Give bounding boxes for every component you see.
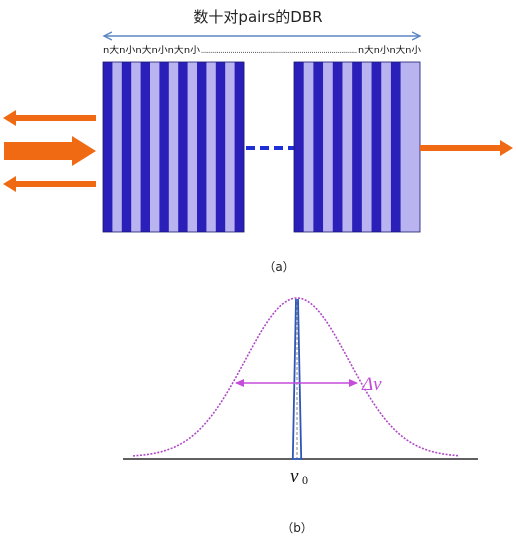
low-index-layer [400, 62, 411, 232]
high-index-layer [294, 62, 304, 232]
incident-arrow [4, 136, 96, 166]
right-layer-labels: n大n小n大n小 [358, 44, 421, 56]
high-index-layer [332, 62, 343, 232]
caption-b: （b） [281, 521, 313, 535]
high-index-layer [215, 62, 226, 232]
low-index-layer [187, 62, 198, 232]
broad-gaussian-curve [132, 297, 460, 457]
diagram-b: Δν ν 0 （b） [123, 297, 478, 535]
low-index-layer [342, 62, 353, 232]
left-stack-outline [102, 61, 245, 233]
low-index-layer [168, 62, 179, 232]
reflected-arrow-bottom [3, 176, 96, 192]
diagram-a: 数十对pairs的DBR n大n小n大n小n大n小 ..............… [3, 8, 513, 274]
center-frequency-label: ν 0 [290, 466, 308, 487]
reflected-arrow-top [3, 110, 96, 126]
low-index-layer [131, 62, 141, 232]
high-index-layer [140, 62, 151, 232]
high-index-layer [197, 62, 207, 232]
transmitted-arrow [420, 140, 513, 156]
caption-a: （a） [263, 260, 294, 274]
layer-dots: ........................................… [201, 46, 357, 56]
nu-subscript: 0 [302, 473, 308, 487]
high-index-layer [390, 62, 401, 232]
nu-symbol: ν [290, 466, 299, 487]
low-index-layer [225, 62, 235, 232]
high-index-layer [371, 62, 382, 232]
low-index-layer [206, 62, 217, 232]
low-index-layer [323, 62, 334, 232]
narrow-reflection-peak [291, 298, 303, 460]
high-index-layer [121, 62, 132, 232]
low-index-layer [150, 62, 160, 232]
low-index-layer [410, 62, 421, 232]
low-index-layer [361, 62, 372, 232]
high-index-layer [159, 62, 170, 232]
high-index-layer [234, 62, 245, 232]
left-layer-labels: n大n小n大n小n大n小 [103, 44, 200, 56]
delta-nu-label: Δν [361, 374, 382, 395]
low-index-layer [381, 62, 392, 232]
left-dbr-stack [103, 62, 245, 232]
low-index-layer [112, 62, 123, 232]
high-index-layer [103, 62, 113, 232]
high-index-layer [178, 62, 188, 232]
high-index-layer [313, 62, 324, 232]
low-index-layer [303, 62, 314, 232]
right-dbr-stack [294, 62, 421, 232]
dbr-title: 数十对pairs的DBR [193, 8, 322, 26]
high-index-layer [352, 62, 363, 232]
